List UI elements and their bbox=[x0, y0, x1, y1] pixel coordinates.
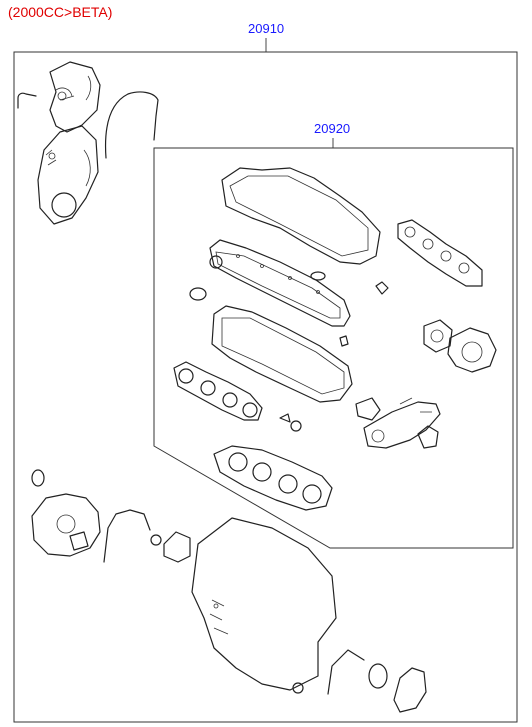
rear-crank-seal bbox=[368, 663, 388, 689]
inner-kit-frame bbox=[153, 147, 514, 549]
rocker-cover-seal bbox=[209, 239, 351, 327]
cam-seal-left bbox=[189, 287, 207, 301]
exhaust-manifold-gasket bbox=[173, 361, 263, 421]
water-pump-gasket bbox=[423, 319, 453, 353]
oil-seal-front bbox=[31, 469, 45, 487]
small-seal-clip bbox=[279, 413, 291, 423]
thermostat-housing bbox=[447, 327, 497, 373]
timing-cover-upper bbox=[49, 61, 101, 133]
o-ring-small bbox=[150, 534, 162, 546]
oil-pump-seal bbox=[69, 531, 89, 551]
engine-spec-label: (2000CC>BETA) bbox=[8, 4, 113, 20]
rear-cover-gasket bbox=[393, 667, 427, 713]
valve-cover-gasket bbox=[221, 167, 381, 265]
rear-oil-seal-retainer bbox=[327, 649, 365, 695]
drain-plug-seal bbox=[292, 682, 304, 694]
part-number-20910[interactable]: 20910 bbox=[248, 21, 285, 36]
front-case-gasket bbox=[31, 493, 101, 557]
outlet-gasket bbox=[417, 425, 439, 449]
part-number-20920[interactable]: 20920 bbox=[314, 121, 351, 136]
oil-pan-gasket-strip bbox=[103, 509, 151, 563]
cover-gasket-strip bbox=[104, 91, 159, 159]
clip-seal bbox=[375, 281, 389, 295]
engine-block-outline bbox=[191, 517, 337, 691]
small-hook-seal bbox=[17, 92, 37, 109]
small-grommet bbox=[339, 335, 349, 347]
timing-cover-lower bbox=[37, 125, 99, 225]
spark-plug-seal-left bbox=[209, 255, 223, 269]
head-cover-gasket bbox=[211, 305, 353, 403]
oil-filter-gasket bbox=[163, 531, 191, 563]
intake-manifold-gasket bbox=[397, 219, 483, 287]
outer-kit-frame bbox=[13, 51, 518, 723]
cylinder-head-gasket bbox=[213, 445, 333, 511]
small-washer bbox=[290, 420, 302, 432]
cam-seal-right bbox=[310, 271, 326, 281]
coolant-outlet-assembly bbox=[355, 397, 441, 449]
